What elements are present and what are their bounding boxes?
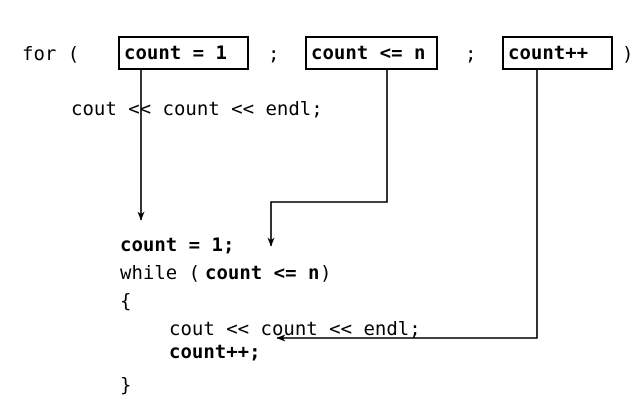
for-update-text: count++ xyxy=(508,42,589,64)
while-body-increment: count++; xyxy=(169,341,261,363)
while-close-brace: } xyxy=(120,374,132,396)
while-keyword: while ( xyxy=(120,262,201,284)
while-close-paren: ) xyxy=(320,262,332,284)
while-open-brace: { xyxy=(120,290,132,312)
while-body-output: cout << count << endl; xyxy=(169,318,421,340)
for-update-box[interactable]: count++ xyxy=(502,36,613,70)
condition-arrow xyxy=(267,70,388,247)
for-separator-2: ; xyxy=(465,43,477,65)
for-condition-text: count <= n xyxy=(311,42,426,64)
while-condition: count <= n xyxy=(205,262,320,284)
while-init-statement: count = 1; xyxy=(120,234,235,256)
for-body-line: cout << count << endl; xyxy=(71,98,323,120)
for-init-text: count = 1 xyxy=(124,42,227,64)
for-condition-box[interactable]: count <= n xyxy=(305,36,438,70)
for-keyword: for ( xyxy=(22,43,80,65)
for-init-box[interactable]: count = 1 xyxy=(118,36,249,70)
for-close-paren: ) xyxy=(622,43,634,65)
for-separator-1: ; xyxy=(268,43,280,65)
